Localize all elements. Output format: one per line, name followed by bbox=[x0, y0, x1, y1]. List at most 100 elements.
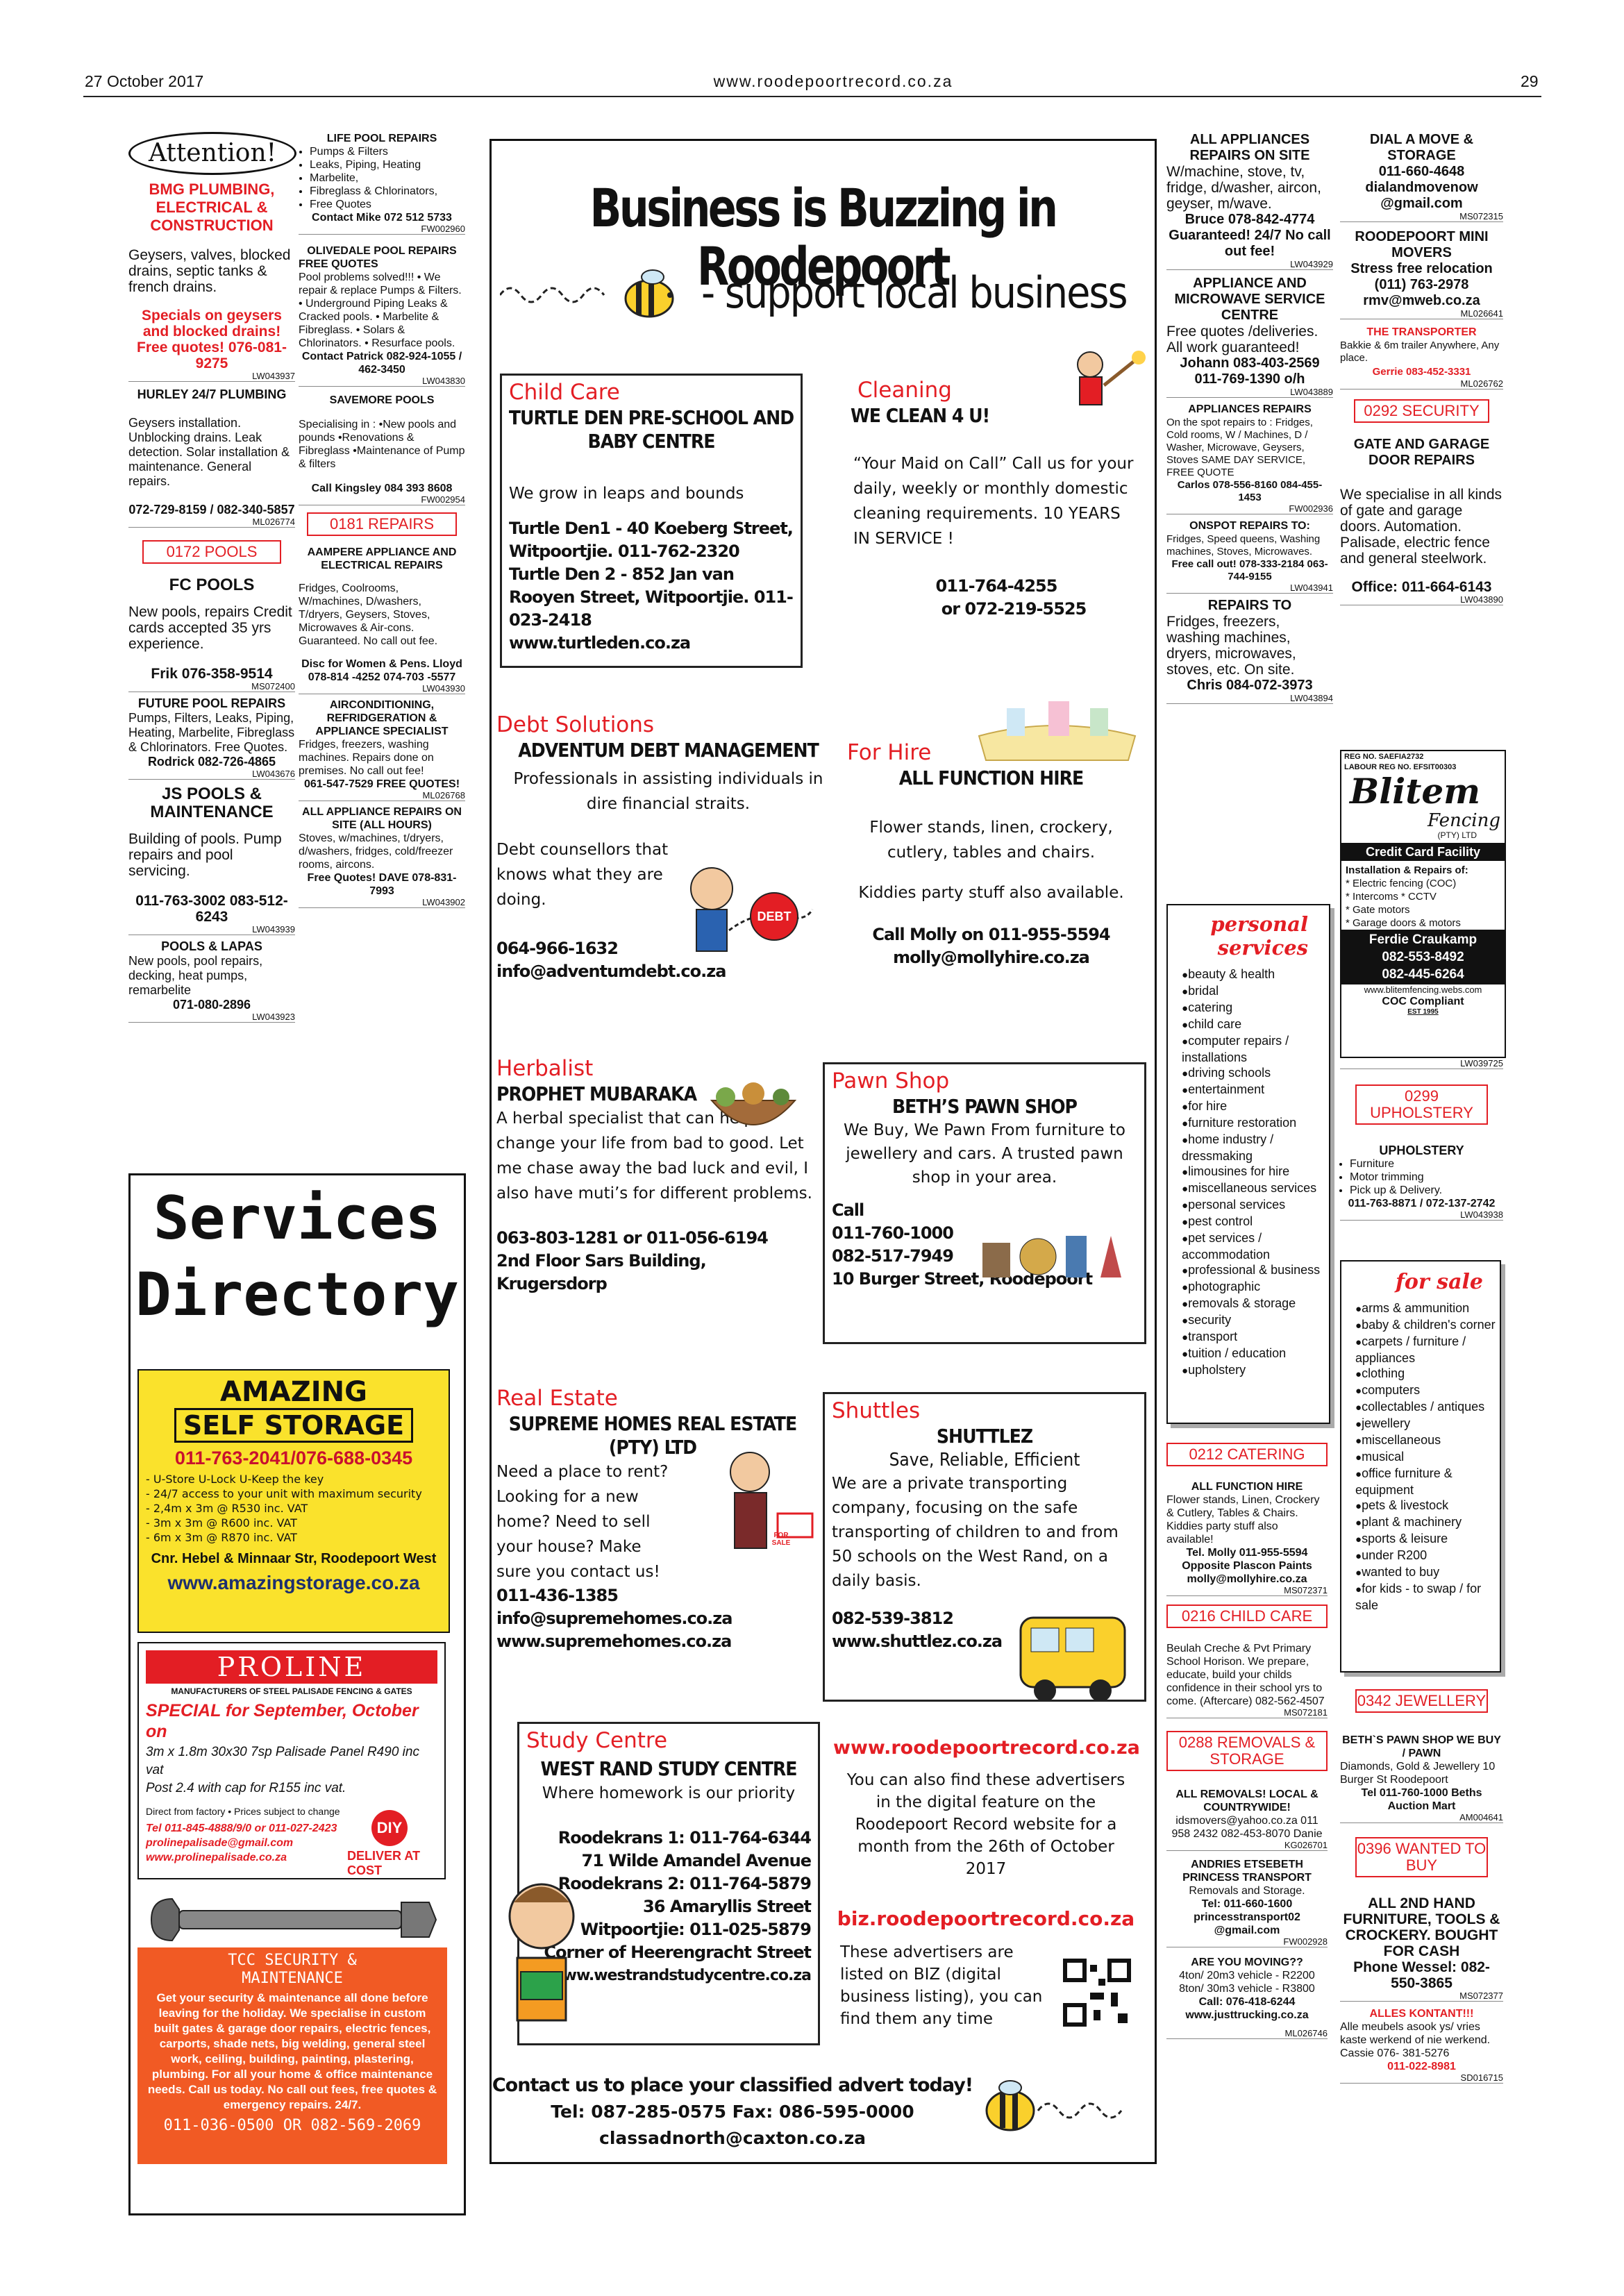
list-item[interactable]: security bbox=[1182, 1312, 1329, 1329]
bee-illustration-bottom bbox=[972, 2072, 1139, 2149]
list-item[interactable]: removals & storage bbox=[1182, 1296, 1329, 1312]
list-item[interactable]: for kids - to swap / for sale bbox=[1355, 1581, 1500, 1613]
andries-title: ANDRIES ETSEBETH PRINCESS TRANSPORT bbox=[1182, 1859, 1312, 1884]
list-item[interactable]: miscellaneous services bbox=[1182, 1180, 1329, 1197]
business-name: SUPREME HOMES REAL ESTATE (PTY) LTD bbox=[508, 1412, 797, 1459]
ad-ref: LW043830 bbox=[299, 376, 465, 387]
personal-services-box: personal services beauty & healthbridalc… bbox=[1166, 904, 1330, 1424]
gate-title: GATE AND GARAGE DOOR REPAIRS bbox=[1353, 437, 1490, 468]
list-item[interactable]: computer repairs / installations bbox=[1182, 1033, 1329, 1065]
olive-title: OLIVEDALE POOL REPAIRS bbox=[307, 245, 457, 257]
cleaning-lady-icon bbox=[1077, 351, 1146, 405]
list-item[interactable]: clothing bbox=[1355, 1366, 1500, 1382]
list-item: Pick up & Delivery. bbox=[1350, 1184, 1503, 1197]
list-item[interactable]: beauty & health bbox=[1182, 966, 1329, 983]
proline-url[interactable]: www.prolinepalisade.co.za bbox=[146, 1852, 287, 1863]
blitem-coc: COC Compliant bbox=[1382, 996, 1464, 1007]
list-item[interactable]: collectables / antiques bbox=[1355, 1399, 1500, 1416]
list-item[interactable]: child care bbox=[1182, 1016, 1329, 1033]
list-item[interactable]: musical bbox=[1355, 1449, 1500, 1466]
list-item[interactable]: pest control bbox=[1182, 1214, 1329, 1230]
beth-body: Diamonds, Gold & Jewellery 10 Burger St … bbox=[1340, 1761, 1496, 1786]
card-url[interactable]: www.supremehomes.co.za bbox=[496, 1632, 732, 1651]
for-sale-title: for sale bbox=[1396, 1270, 1483, 1294]
card-email[interactable]: info@adventumdebt.co.za bbox=[496, 962, 726, 981]
list-item[interactable]: carpets / furniture / appliances bbox=[1355, 1334, 1500, 1366]
list-item: Motor trimming bbox=[1350, 1171, 1503, 1184]
list-item[interactable]: catering bbox=[1182, 1000, 1329, 1016]
list-item[interactable]: bridal bbox=[1182, 983, 1329, 1000]
js-phone: 011-763-3002 083-512-6243 bbox=[135, 893, 288, 925]
list-item[interactable]: plant & machinery bbox=[1355, 1514, 1500, 1531]
blitem-reg1: REG NO. SAEFIA2732 bbox=[1344, 753, 1424, 761]
list-item[interactable]: photographic bbox=[1182, 1279, 1329, 1296]
diy-badge: DIY bbox=[371, 1810, 408, 1846]
blitem-web[interactable]: www.blitemfencing.webs.com bbox=[1364, 984, 1482, 995]
list-item[interactable]: pets & livestock bbox=[1355, 1498, 1500, 1514]
ad-ref: MS072377 bbox=[1340, 1991, 1503, 2002]
ad-ref: LW043930 bbox=[299, 684, 465, 694]
fh-body: Flower stands, Linen, Crockery & Cutlery… bbox=[1166, 1494, 1320, 1545]
list-item[interactable]: for hire bbox=[1182, 1098, 1329, 1115]
digital-url[interactable]: www.roodepoortrecord.co.za bbox=[833, 1737, 1140, 1759]
reading-boy-icon bbox=[508, 1883, 575, 2022]
bus-illustration bbox=[1014, 1604, 1139, 1708]
list-item[interactable]: arms & ammunition bbox=[1355, 1300, 1500, 1317]
fc-title: FC POOLS bbox=[169, 576, 255, 594]
ad-ref: KG026701 bbox=[1166, 1841, 1328, 1851]
list-item[interactable]: computers bbox=[1355, 1382, 1500, 1399]
contact-email[interactable]: classadnorth@caxton.co.za bbox=[599, 2128, 866, 2148]
list-item[interactable]: limousines for hire bbox=[1182, 1164, 1329, 1180]
ar-title: APPLIANCES REPAIRS bbox=[1188, 403, 1312, 415]
list-item[interactable]: entertainment bbox=[1182, 1082, 1329, 1098]
tcc-title: TCC SECURITY & MAINTENANCE bbox=[228, 1952, 357, 1987]
list-item[interactable]: under R200 bbox=[1355, 1548, 1500, 1564]
list-item[interactable]: furniture restoration bbox=[1182, 1115, 1329, 1132]
list-item[interactable]: home industry / dressmaking bbox=[1182, 1132, 1329, 1164]
cleaner-illustration bbox=[1041, 344, 1146, 427]
qr-code[interactable] bbox=[1062, 1958, 1132, 2027]
card-line2: 71 Wilde Amandel Avenue bbox=[581, 1851, 812, 1870]
olive-free: FREE QUOTES bbox=[299, 258, 378, 270]
card-email[interactable]: molly@mollyhire.co.za bbox=[893, 948, 1090, 967]
list-item[interactable]: personal services bbox=[1182, 1197, 1329, 1214]
business-name: ALL FUNCTION HIRE bbox=[898, 766, 1084, 789]
list-item[interactable]: driving schools bbox=[1182, 1065, 1329, 1082]
list-item[interactable]: upholstery bbox=[1182, 1362, 1329, 1379]
list-item[interactable]: transport bbox=[1182, 1329, 1329, 1346]
list-item[interactable]: baby & children's corner bbox=[1355, 1317, 1500, 1334]
proline-email[interactable]: prolinepalisade@gmail.com bbox=[146, 1837, 294, 1849]
card-email[interactable]: info@supremehomes.co.za bbox=[496, 1609, 733, 1628]
column-4-mid: 0299 UPHOLSTERY UPHOLSTERY Furniture Mot… bbox=[1340, 1084, 1503, 1225]
card-phone2: or 072-219-5525 bbox=[941, 599, 1087, 619]
andries-body: Removals and Storage. bbox=[1189, 1885, 1305, 1897]
list-item[interactable]: sports & leisure bbox=[1355, 1531, 1500, 1548]
list-item[interactable]: wanted to buy bbox=[1355, 1564, 1500, 1581]
rmm-body: Stress free relocation bbox=[1350, 261, 1493, 276]
biz-url[interactable]: biz.roodepoortrecord.co.za bbox=[837, 1907, 1135, 1930]
card-url[interactable]: www.turtleden.co.za bbox=[509, 633, 691, 653]
site-url[interactable]: www.roodepoortrecord.co.za bbox=[713, 72, 953, 90]
list-item[interactable]: miscellaneous bbox=[1355, 1432, 1500, 1449]
list-item: Fibreglass & Chlorinators, bbox=[310, 185, 465, 198]
list-item[interactable]: professional & business bbox=[1182, 1262, 1329, 1279]
ad-ref: LW043890 bbox=[1340, 595, 1503, 605]
list-item[interactable]: office furniture & equipment bbox=[1355, 1466, 1500, 1498]
list-item[interactable]: jewellery bbox=[1355, 1416, 1500, 1432]
ad-ref: FW002954 bbox=[299, 495, 465, 505]
fh-title: ALL FUNCTION HIRE bbox=[1191, 1481, 1303, 1493]
blitem-items: * Electric fencing (COC) * Intercoms * C… bbox=[1341, 877, 1505, 930]
bee-illustration bbox=[499, 267, 694, 323]
list-item[interactable]: tuition / education bbox=[1182, 1346, 1329, 1362]
list-item[interactable]: pet services / accommodation bbox=[1182, 1230, 1329, 1262]
herbs-illustration bbox=[684, 1073, 823, 1142]
card-url[interactable]: www.westrandstudycentre.co.za bbox=[549, 1967, 812, 1984]
card-url[interactable]: www.shuttlez.co.za bbox=[832, 1632, 1003, 1651]
business-name: ADVENTUM DEBT MANAGEMENT bbox=[518, 739, 819, 762]
list-item: - 6m x 3m @ R870 inc. VAT bbox=[146, 1531, 297, 1544]
list-item: * Electric fencing (COC) bbox=[1346, 878, 1457, 889]
category-label: Herbalist bbox=[496, 1056, 594, 1081]
storage-url[interactable]: www.amazingstorage.co.za bbox=[167, 1572, 420, 1593]
ad-ref: LW043889 bbox=[1166, 387, 1333, 398]
business-name: BETH’S PAWN SHOP bbox=[891, 1095, 1078, 1118]
